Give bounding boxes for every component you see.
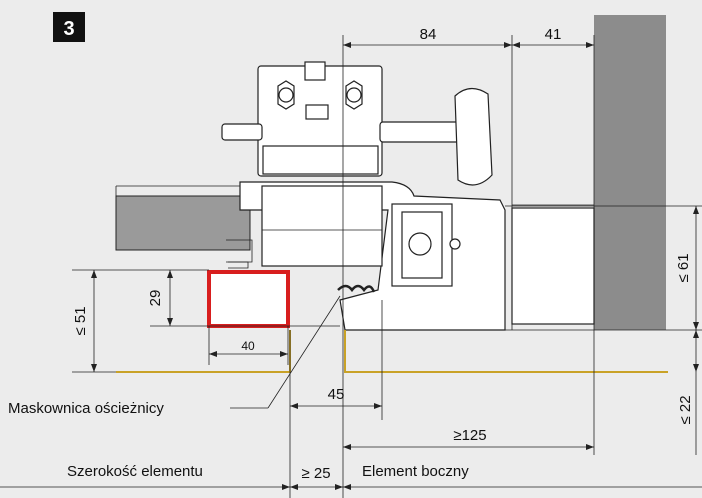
dim-84: 84	[420, 26, 437, 43]
figure-badge-number: 3	[63, 18, 74, 40]
dim-45-label: 45	[328, 386, 345, 403]
label-maskownica: Maskownica ościeżnicy	[8, 400, 164, 417]
frame-box	[511, 207, 595, 325]
dim-right	[693, 206, 699, 455]
dim-top	[343, 42, 594, 48]
dim-ge-25: ≥ 25	[301, 465, 330, 482]
hinge-assembly	[221, 61, 493, 186]
dim-le-61: ≤ 61	[675, 253, 692, 282]
highlight-box	[207, 270, 290, 328]
dim-le-51: ≤ 51	[72, 306, 89, 335]
frame-profile	[226, 181, 506, 331]
dim-ge-125: ≥125	[453, 427, 486, 444]
cover-strip-left	[116, 330, 291, 373]
dim-29: 29	[147, 290, 164, 307]
seal-profile	[337, 284, 376, 293]
cover-strip-right	[344, 330, 668, 373]
dim-bottom	[0, 484, 702, 490]
dimension-reference-lines	[72, 35, 702, 498]
dim-40-label: 40	[241, 339, 255, 353]
side-wall	[594, 15, 666, 330]
dim-40	[209, 351, 288, 357]
dim-125	[343, 444, 594, 450]
left-panel	[115, 195, 251, 251]
figure-badge	[53, 12, 85, 42]
bolt-icon	[345, 80, 363, 110]
label-element-boczny: Element boczny	[362, 463, 469, 480]
dim-le-22: ≤ 22	[677, 395, 694, 424]
bolt-icon	[277, 80, 295, 110]
label-szerokosc-elementu: Szerokość elementu	[67, 463, 203, 480]
dim-45	[290, 403, 382, 409]
dim-left	[91, 270, 173, 372]
dim-41: 41	[545, 26, 562, 43]
